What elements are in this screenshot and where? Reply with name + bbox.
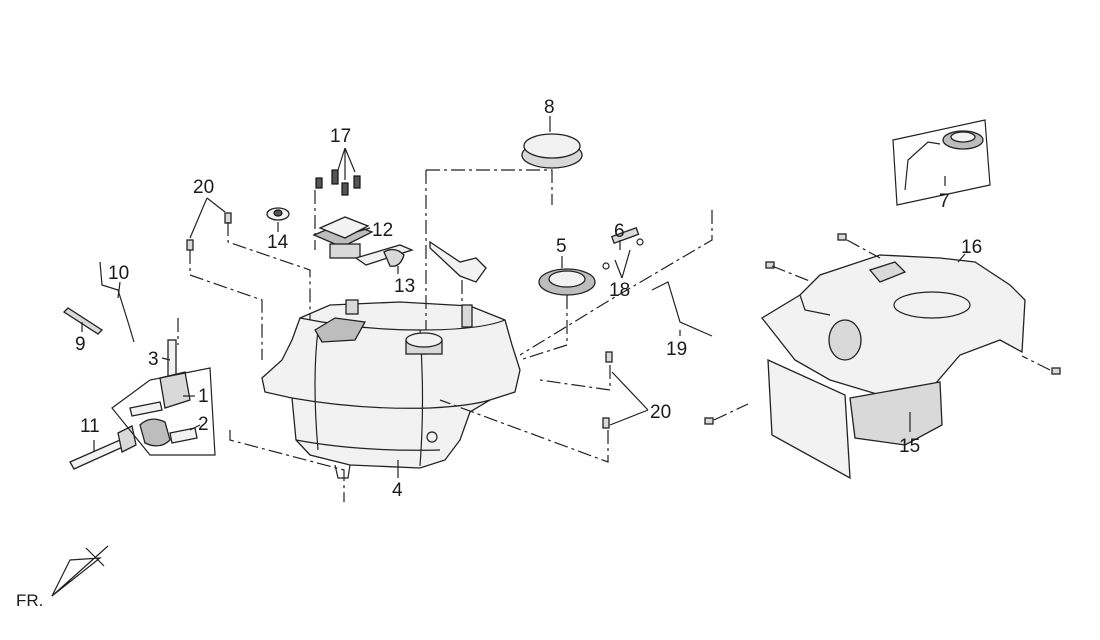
fuel-valve-assembly: [69, 339, 216, 470]
callout-20-upper: 20: [193, 177, 214, 198]
callout-13: 13: [394, 276, 415, 297]
front-label: FR.: [16, 591, 43, 610]
callout-14: 14: [267, 232, 289, 253]
hose-parts: [62, 261, 135, 343]
callout-12: 12: [372, 220, 393, 241]
part-7-inset: [892, 119, 991, 206]
callout-labels: 1 2 3 4 5 6 7 8 9 10 11 12 13 14 15 16 1…: [75, 97, 982, 501]
fuel-tank: [261, 301, 521, 479]
callout-5: 5: [556, 236, 567, 257]
callout-15: 15: [899, 436, 920, 457]
front-arrow-icon: [51, 545, 109, 597]
front-orientation-indicator: FR.: [16, 545, 109, 610]
callout-17: 17: [330, 126, 351, 147]
leader-lines: [81, 116, 966, 478]
callout-11: 11: [80, 416, 100, 437]
callout-3: 3: [148, 349, 159, 370]
callout-7: 7: [939, 191, 950, 212]
callout-18: 18: [609, 280, 630, 301]
callout-19: 19: [666, 339, 687, 360]
callout-20-lower: 20: [650, 402, 671, 423]
callout-9: 9: [75, 334, 86, 355]
callout-16: 16: [961, 237, 982, 258]
cap-and-breather-parts: [429, 133, 713, 337]
callout-1: 1: [198, 386, 209, 407]
callout-2: 2: [198, 414, 209, 435]
callout-10: 10: [108, 263, 129, 284]
undertray-assembly: [602, 233, 1061, 480]
callout-4: 4: [392, 480, 403, 501]
callout-6: 6: [614, 221, 625, 242]
callout-8: 8: [544, 97, 555, 118]
fuel-sender-assembly: [186, 169, 414, 315]
assembly-lines: [177, 169, 1051, 502]
